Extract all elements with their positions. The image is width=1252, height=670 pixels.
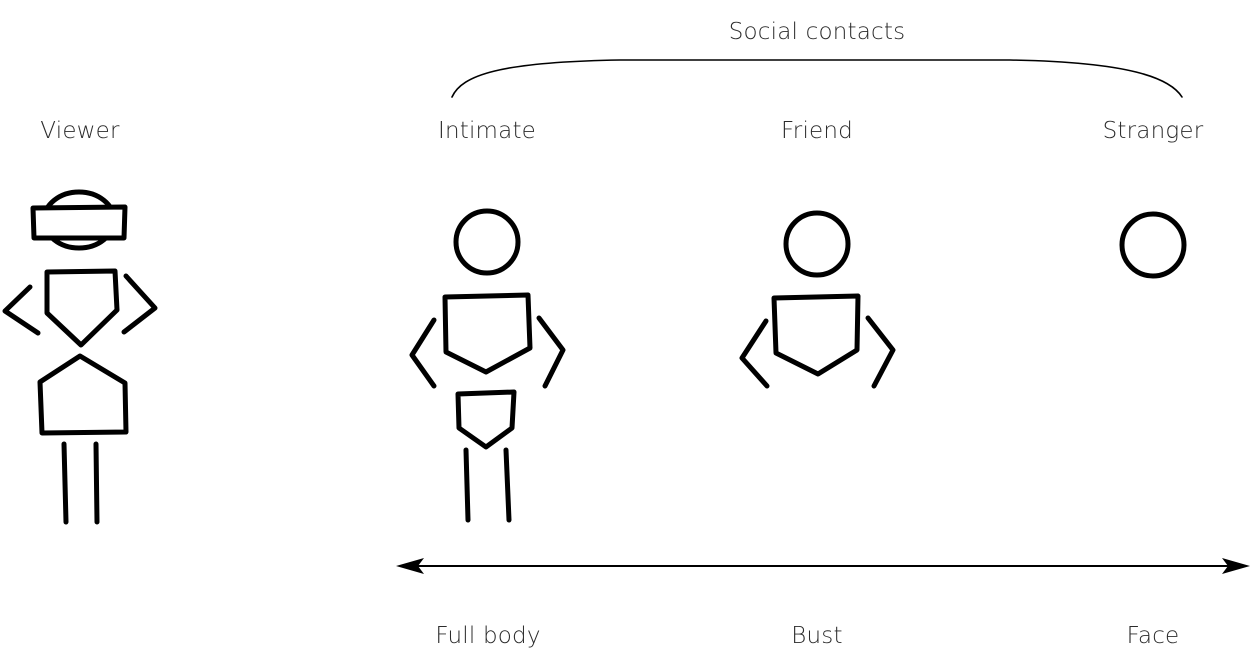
headset-icon (30, 204, 128, 241)
framing-axis-arrow (396, 558, 1250, 574)
intimate-right-arm (536, 315, 566, 389)
intimate-head (453, 208, 521, 276)
axis-left-arrowhead (396, 558, 424, 574)
stranger-head (1119, 211, 1187, 279)
viewer-figure (2, 189, 158, 525)
viewer-hips (37, 353, 129, 436)
viewer-left-leg (61, 441, 69, 525)
friend-label: Friend (781, 118, 853, 144)
full-body-label: Full body (435, 623, 541, 649)
intimate-hips (455, 389, 517, 450)
stranger-label: Stranger (1102, 118, 1204, 144)
social-contacts-brace (451, 59, 1183, 98)
friend-torso (771, 293, 861, 377)
viewer-label: Viewer (40, 118, 120, 144)
bust-label: Bust (791, 623, 843, 649)
intimate-figure (409, 208, 566, 523)
viewer-left-arm (2, 284, 41, 336)
friend-figure (739, 210, 896, 389)
friend-right-arm (865, 315, 896, 389)
stranger-figure (1119, 211, 1187, 279)
face-label: Face (1126, 623, 1180, 649)
intimate-label: Intimate (437, 118, 537, 144)
viewer-right-arm (121, 273, 158, 335)
social-contacts-label: Social contacts (728, 19, 906, 45)
friend-left-arm (739, 318, 770, 389)
intimate-left-leg (463, 447, 471, 523)
friend-head (783, 210, 851, 278)
intimate-torso (442, 292, 533, 375)
intimate-right-leg (503, 447, 512, 523)
viewer-torso (44, 268, 120, 348)
axis-right-arrowhead (1222, 558, 1250, 574)
viewer-right-leg (93, 441, 100, 525)
intimate-left-arm (409, 317, 437, 389)
